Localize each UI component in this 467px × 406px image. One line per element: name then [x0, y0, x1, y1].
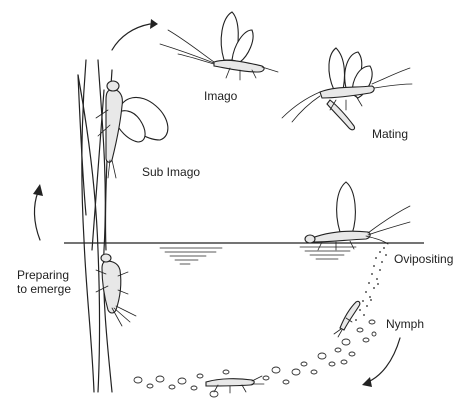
label-preparing-to-emerge: Preparing to emerge	[17, 268, 71, 296]
label-ovipositing: Ovipositing	[394, 252, 453, 266]
mating-mayflies	[282, 48, 412, 130]
label-sub-imago: Sub Imago	[142, 165, 200, 179]
label-mating: Mating	[372, 127, 408, 141]
ovipositing-mayfly	[305, 182, 410, 250]
water-ripples	[160, 248, 222, 264]
label-nymph: Nymph	[386, 317, 424, 331]
oviposit-ripples	[300, 247, 356, 259]
imago-mayfly	[160, 12, 278, 80]
bottom-pebbles	[134, 320, 376, 397]
label-imago: Imago	[204, 89, 237, 103]
emerging-nymph	[96, 254, 136, 326]
falling-eggs	[355, 247, 387, 321]
bottom-nymph	[206, 376, 264, 393]
